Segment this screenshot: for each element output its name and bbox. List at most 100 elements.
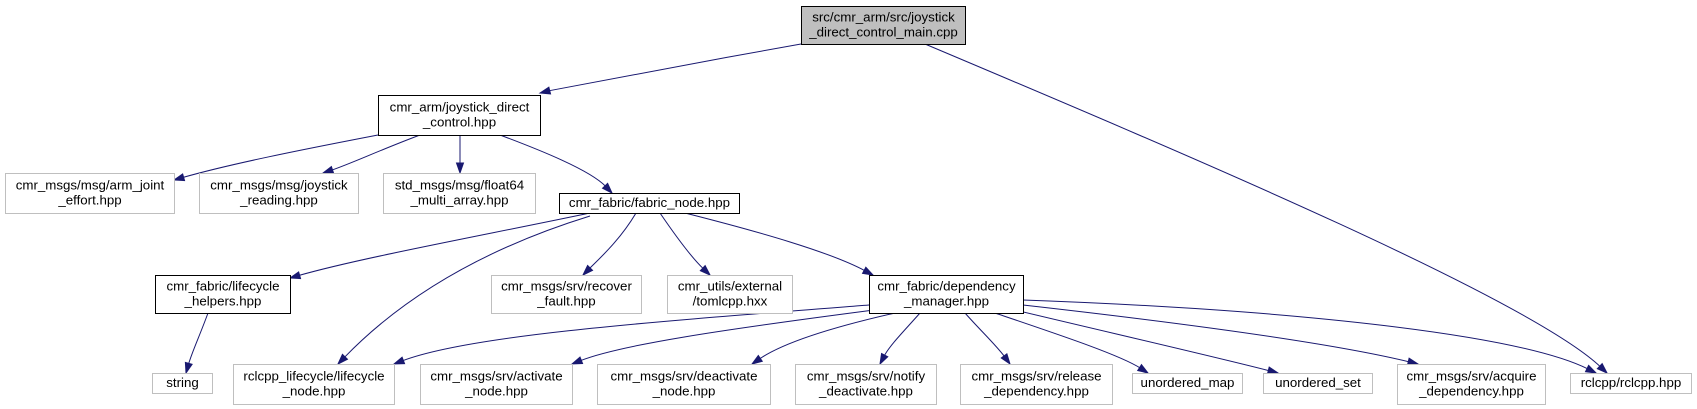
node-label-line: cmr_fabric/dependency (877, 279, 1016, 294)
edge-n1-to-n5 (499, 134, 614, 195)
node-label-line: _fault.hpp (536, 294, 595, 309)
node-n15-external-header: cmr_msgs/srv/release_dependency.hpp (960, 364, 1113, 405)
node-label-line: cmr_fabric/lifecycle (166, 279, 279, 294)
edge-line (883, 312, 921, 357)
node-n18-external-header: cmr_msgs/srv/acquire_dependency.hpp (1397, 364, 1546, 405)
edge-n9-to-n16 (994, 312, 1150, 374)
edge-n9-to-n15 (964, 312, 1011, 366)
node-n8-external-header: cmr_utils/external/tomlcpp.hxx (667, 275, 793, 314)
node-label-line: cmr_msgs/msg/joystick (210, 178, 348, 193)
edge-n0-to-n1 (538, 43, 802, 95)
edge-arrowhead (750, 354, 764, 365)
edge-arrowhead (184, 361, 193, 375)
edge-arrowhead (1266, 366, 1280, 375)
node-label-line: std_msgs/msg/float64 (395, 178, 524, 193)
edge-n1-to-n3 (321, 134, 421, 174)
node-label-line: _multi_array.hpp (409, 193, 508, 208)
node-box (1263, 373, 1373, 394)
edge-n9-to-n19 (1022, 299, 1598, 374)
edge-n5-to-n11 (336, 215, 591, 366)
node-label-line: _node.hpp (464, 384, 528, 399)
edge-line (924, 43, 1601, 368)
node-label-line: cmr_utils/external (678, 279, 782, 294)
node-n16-external-header: unordered_map (1132, 373, 1243, 394)
node-label-line: _node.hpp (652, 384, 716, 399)
edge-line (343, 215, 591, 358)
edge-line (1014, 309, 1270, 372)
node-label-line: cmr_msgs/srv/release (971, 369, 1101, 384)
node-n0-root-file: src/cmr_arm/src/joystick_direct_control_… (801, 6, 966, 45)
node-box (5, 173, 175, 214)
edge-arrowhead (1596, 362, 1609, 375)
node-box (869, 275, 1024, 314)
node-label-line: cmr_arm/joystick_direct (390, 100, 530, 115)
edge-n9-to-n14 (879, 312, 921, 366)
edge-n9-to-n18 (1022, 304, 1420, 366)
node-box (199, 173, 359, 214)
node-label-line: cmr_msgs/srv/acquire (1406, 369, 1536, 384)
node-box (1132, 373, 1243, 394)
node-box (559, 193, 740, 214)
edge-arrowhead (1584, 364, 1598, 374)
edge-n5-to-n6 (288, 212, 591, 280)
node-box (152, 373, 213, 394)
node-box (667, 275, 793, 314)
nodes-layer: src/cmr_arm/src/joystick_direct_control_… (5, 6, 1692, 405)
edge-line (659, 212, 704, 270)
node-n9-local-header[interactable]: cmr_fabric/dependency_manager.hpp (869, 275, 1024, 314)
edge-arrowhead (699, 264, 712, 277)
node-label-line: cmr_msgs/msg/arm_joint (16, 178, 165, 193)
edge-arrowhead (581, 264, 594, 277)
node-label-line: unordered_map (1141, 375, 1235, 390)
edge-arrowhead (861, 266, 875, 276)
edge-n5-to-n7 (581, 212, 637, 277)
node-n5-local-header[interactable]: cmr_fabric/fabric_node.hpp (559, 193, 740, 214)
node-label-line: _node.hpp (282, 384, 346, 399)
node-box (801, 6, 966, 45)
edge-arrowhead (879, 352, 889, 366)
edge-line (298, 212, 591, 277)
node-label-line: _direct_control_main.cpp (808, 25, 958, 40)
edge-line (589, 212, 637, 269)
node-n6-local-header[interactable]: cmr_fabric/lifecycle_helpers.hpp (155, 275, 291, 314)
node-box (960, 364, 1113, 405)
node-n2-external-header: cmr_msgs/msg/arm_joint_effort.hpp (5, 173, 175, 214)
node-n3-external-header: cmr_msgs/msg/joystick_reading.hpp (199, 173, 359, 214)
node-n4-external-header: std_msgs/msg/float64_multi_array.hpp (383, 173, 536, 214)
node-label-line: rclcpp/rclcpp.hpp (1581, 375, 1682, 390)
edge-arrowhead (321, 165, 335, 174)
node-n14-external-header: cmr_msgs/srv/notify_deactivate.hpp (795, 364, 937, 405)
node-box (491, 275, 642, 314)
node-n1-local-header[interactable]: cmr_arm/joystick_direct_control.hpp (378, 95, 541, 136)
edge-line (182, 134, 379, 179)
node-label-line: cmr_fabric/fabric_node.hpp (569, 195, 730, 210)
edge-line (759, 312, 896, 360)
node-label-line: cmr_msgs/srv/activate (430, 369, 562, 384)
node-box (155, 275, 291, 314)
edge-line (499, 134, 607, 187)
edge-arrowhead (288, 271, 302, 280)
node-box (795, 364, 937, 405)
edge-arrowhead (1000, 353, 1011, 366)
node-label-line: _dependency.hpp (983, 384, 1089, 399)
node-label-line: src/cmr_arm/src/joystick (812, 10, 955, 25)
node-label-line: cmr_msgs/srv/recover (501, 279, 632, 294)
node-n7-external-header: cmr_msgs/srv/recover_fault.hpp (491, 275, 642, 314)
edge-n1-to-n4 (455, 134, 465, 175)
node-label-line: _helpers.hpp (184, 294, 262, 309)
edge-line (994, 312, 1141, 369)
node-label-line: cmr_msgs/srv/notify (807, 369, 926, 384)
node-box (1397, 364, 1546, 405)
node-label-line: _reading.hpp (239, 193, 318, 208)
node-n11-external-header: rclcpp_lifecycle/lifecycle_node.hpp (233, 364, 395, 405)
edge-line (331, 134, 421, 171)
edge-arrowhead (538, 86, 552, 95)
node-label-line: _control.hpp (422, 115, 496, 130)
node-n12-external-header: cmr_msgs/srv/activate_node.hpp (420, 364, 573, 405)
edge-arrowhead (601, 182, 614, 195)
node-label-line: rclcpp_lifecycle/lifecycle (243, 369, 384, 384)
node-box (378, 95, 541, 136)
edge-n0-to-n19 (924, 43, 1609, 375)
node-label-line: _dependency.hpp (1418, 384, 1524, 399)
edge-line (1022, 299, 1589, 370)
